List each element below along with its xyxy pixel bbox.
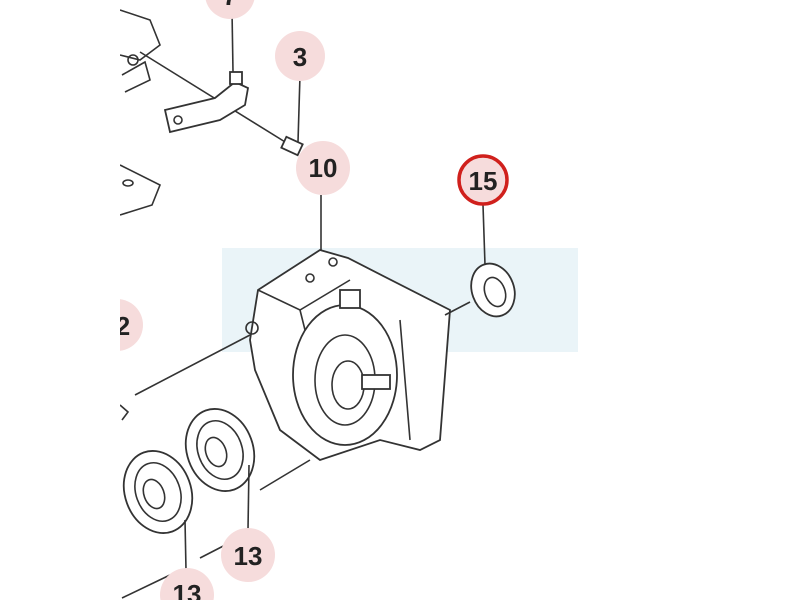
bearing-part-1: [184, 408, 256, 492]
gasket-part-partial: [119, 164, 162, 216]
callout-10[interactable]: 10: [296, 141, 350, 195]
callout-label: 3: [293, 42, 307, 72]
leader-lines: [119, 9, 486, 599]
oil-seal-part: [444, 262, 516, 318]
callout-label: 10: [309, 153, 338, 183]
callout-15-highlighted[interactable]: 15: [457, 154, 509, 206]
carburetor-part-partial: [119, 9, 291, 146]
callout-3[interactable]: 3: [275, 31, 325, 81]
left-margin: [0, 0, 120, 600]
bracket-part: [163, 71, 250, 134]
screw-part: [280, 135, 304, 157]
callout-13-b[interactable]: 13: [160, 568, 214, 600]
callout-label: 7: [223, 0, 237, 11]
callout-7[interactable]: 7: [205, 0, 255, 19]
callout-13-a[interactable]: 13: [221, 528, 275, 582]
callout-label: 13: [173, 579, 202, 600]
callout-label: 15: [469, 166, 498, 196]
callout-label: 13: [234, 541, 263, 571]
crankcase-part: [245, 249, 451, 462]
bearing-part-2: [122, 450, 194, 534]
